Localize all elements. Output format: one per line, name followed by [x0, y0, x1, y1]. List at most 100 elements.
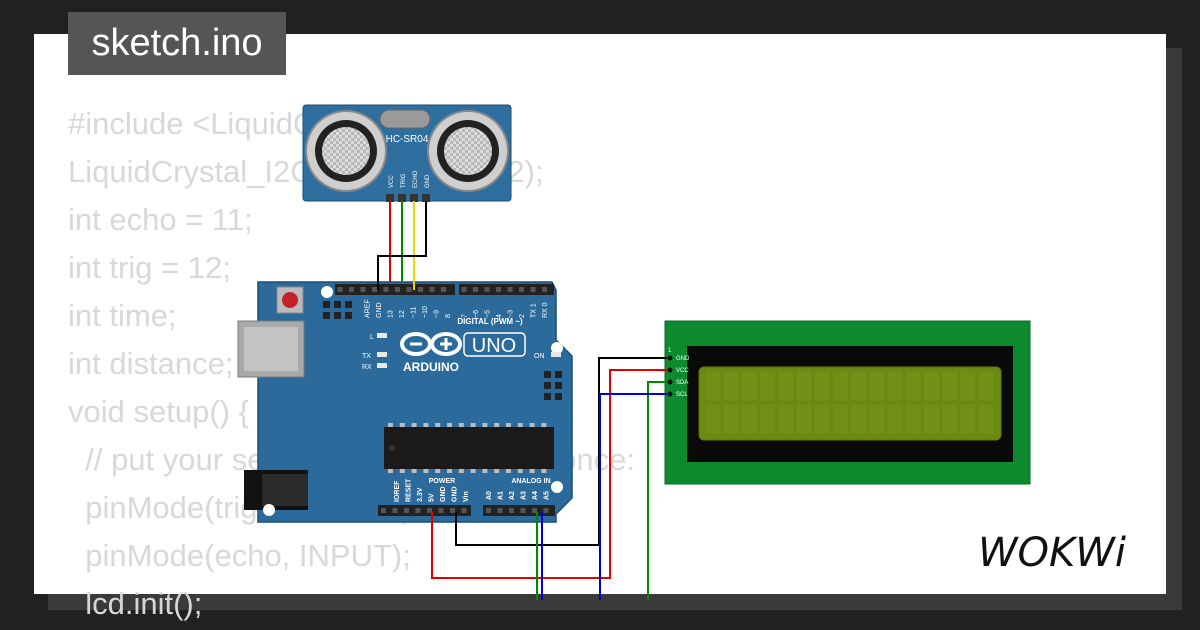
lcd-cell: [777, 403, 795, 435]
lcd-pin-vcc-dot[interactable]: [667, 367, 673, 373]
header-hole[interactable]: [438, 508, 444, 513]
header-hole[interactable]: [496, 287, 501, 292]
header-hole[interactable]: [473, 287, 478, 292]
code-line: int time;: [68, 298, 177, 333]
digital-pin-label: ~11: [411, 307, 418, 318]
lcd-pin-sda-dot[interactable]: [667, 379, 673, 385]
board-brand: ARDUINO: [403, 360, 459, 374]
code-line: void setup() {: [68, 394, 249, 429]
lcd-pin-sda: SDA: [676, 380, 688, 386]
digital-pin-label: 2: [519, 314, 526, 318]
header-hole[interactable]: [392, 508, 398, 513]
header-hole[interactable]: [349, 287, 354, 292]
header-hole[interactable]: [519, 287, 524, 292]
lcd-cell: [741, 403, 758, 435]
lcd-cell: [759, 403, 776, 435]
lcd-pin-gnd-dot[interactable]: [667, 355, 673, 361]
header-hole[interactable]: [381, 508, 386, 513]
header-hole[interactable]: [530, 287, 536, 292]
wire-lcd-vcc[interactable]: [431, 369, 667, 579]
header-hole[interactable]: [360, 287, 366, 292]
header-hole[interactable]: [406, 287, 412, 292]
sensor-header-gnd[interactable]: [422, 194, 430, 202]
digital-header-label: DIGITAL (PWM ~): [457, 317, 523, 326]
header-hole[interactable]: [337, 287, 343, 292]
lcd-pin-scl-dot[interactable]: [667, 391, 673, 397]
digital-pin-label: 12: [399, 310, 406, 318]
header-hole[interactable]: [497, 508, 503, 513]
lcd-cell: [795, 403, 813, 435]
wire-lcd-sda[interactable]: [536, 381, 667, 600]
lcd-cell: [777, 370, 795, 402]
header-hole[interactable]: [395, 287, 400, 292]
lcd-pin-vcc: VCC: [676, 368, 689, 374]
sensor-header-echo[interactable]: [410, 194, 418, 202]
header-hole[interactable]: [532, 508, 537, 513]
header-hole[interactable]: [427, 508, 432, 513]
lcd-cell: [886, 403, 904, 435]
analog-pin-label: A0: [486, 491, 493, 500]
mounting-hole: [551, 342, 563, 354]
header-hole[interactable]: [450, 508, 455, 513]
reset-button[interactable]: [276, 286, 304, 314]
lcd-cell: [832, 370, 849, 402]
transducer-left: [305, 110, 387, 192]
reset-button-cap[interactable]: [282, 292, 298, 308]
wokwi-logo-text: WOKWi: [978, 530, 1126, 576]
power-pin-label: 3.3V: [417, 487, 424, 502]
header-hole[interactable]: [484, 287, 490, 292]
header-hole[interactable]: [542, 287, 547, 292]
code-line: int echo = 11;: [68, 202, 253, 237]
header-hole[interactable]: [507, 287, 513, 292]
header-hole[interactable]: [461, 287, 467, 292]
header-hole[interactable]: [486, 508, 491, 513]
led-l-label: L: [370, 334, 374, 341]
code-line: int distance;: [68, 346, 234, 381]
sensor-header-trig[interactable]: [398, 194, 406, 202]
lcd-cell: [850, 370, 867, 402]
lcd-cell: [741, 370, 758, 402]
header-hole[interactable]: [415, 508, 421, 513]
lcd-cell: [941, 370, 958, 402]
wire-lcd-scl[interactable]: [541, 393, 667, 600]
icsp-header-right: [544, 371, 562, 400]
digital-pin-label: AREF: [365, 299, 372, 318]
uno-label-box: [463, 332, 526, 357]
header-hole[interactable]: [441, 287, 446, 292]
header-hole[interactable]: [461, 508, 467, 513]
analog-header-label: ANALOG IN: [511, 478, 550, 485]
sensor-pin-echo: ECHO: [413, 170, 419, 188]
lcd-cell: [759, 370, 776, 402]
led-on-label: ON: [534, 353, 545, 360]
power-header-label: POWER: [429, 478, 455, 485]
ultrasonic-sensor[interactable]: HC-SR04 VCC TRIG ECHO GND: [302, 104, 512, 202]
header-hole[interactable]: [404, 508, 409, 513]
lcd-cell: [813, 370, 831, 402]
mounting-hole: [321, 286, 333, 298]
power-pin-label: GND: [440, 486, 447, 502]
header-hole[interactable]: [429, 287, 435, 292]
header-hole[interactable]: [520, 508, 526, 513]
wire-sensor-gnd[interactable]: [377, 201, 427, 290]
file-tab[interactable]: sketch.ino: [68, 12, 286, 75]
transducer-right: [427, 110, 509, 192]
header-hole[interactable]: [509, 508, 514, 513]
header-hole[interactable]: [372, 287, 377, 292]
lcd-cell: [722, 370, 740, 402]
lcd-pin-gnd: GND: [676, 356, 690, 362]
sensor-header-vcc[interactable]: [386, 194, 394, 202]
lcd-display[interactable]: 1 GND VCC SDA SCL: [664, 320, 1031, 485]
header-hole[interactable]: [383, 287, 389, 292]
analog-pin-label: A3: [521, 491, 528, 500]
lcd-cell: [850, 403, 867, 435]
lcd-cell: [704, 370, 722, 402]
code-line: int trig = 12;: [68, 250, 231, 285]
header-hole[interactable]: [418, 287, 423, 292]
icsp-header-left: [323, 301, 352, 319]
header-hole[interactable]: [543, 508, 549, 513]
wokwi-logo: WOKWi: [978, 530, 1126, 576]
digital-pin-label: ~3: [508, 310, 515, 318]
code-line: pinMode(echo, INPUT);: [68, 538, 411, 573]
board-model: UNO: [472, 335, 516, 357]
